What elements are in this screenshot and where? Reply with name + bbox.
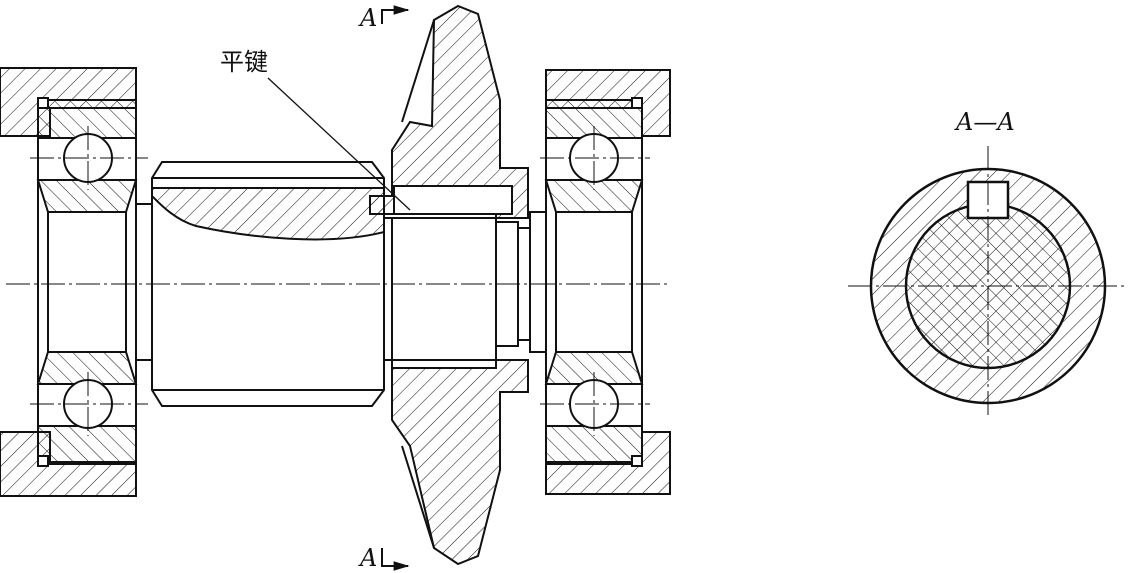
centerlines-left: [6, 126, 670, 436]
section-view: A—A: [848, 108, 1128, 418]
section-marker-top: A: [358, 4, 410, 32]
flat-key-callout: 平键: [220, 48, 411, 211]
left-bearing: [36, 97, 138, 467]
section-marker-bottom: A: [358, 544, 410, 572]
bevel-gear: [369, 4, 529, 566]
flat-key-label: 平键: [220, 48, 268, 76]
section-view-title: A—A: [954, 108, 1015, 136]
section-letter-bottom: A: [358, 544, 377, 572]
section-letter-top: A: [358, 4, 377, 32]
right-bearing: [544, 97, 644, 467]
